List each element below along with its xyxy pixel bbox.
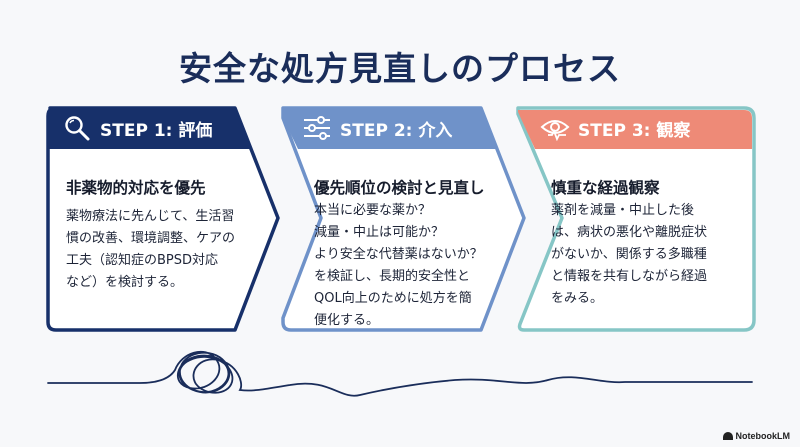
step2-header: STEP 2: 介入 [302, 108, 452, 148]
step1-label: STEP 1: 評価 [100, 120, 213, 141]
step2-body: 本当に必要な薬か？ 減量・中止は可能か？ より安全な代替薬はないか？ を検証し、… [314, 203, 483, 328]
magnifier-icon [62, 113, 92, 143]
sliders-icon [302, 113, 332, 143]
step2-arrow-box [281, 106, 526, 332]
step1-header: STEP 1: 評価 [62, 108, 212, 148]
step1-title: 非薬物的対応を優先 [66, 179, 206, 197]
step1-header-band [48, 108, 251, 149]
page-title: 安全な処方見直しのプロセス [179, 49, 621, 88]
step2-label: STEP 2: 介入 [340, 120, 453, 141]
step3-header: STEP 3: 観察 [540, 108, 690, 148]
brand-watermark: NotebookLM [722, 431, 791, 441]
step3-header-band [518, 110, 752, 149]
step1-body: 薬物療法に先んじて、生活習 慣の改善、環境調整、ケアの 工夫（認知症のBPSD対… [66, 209, 236, 290]
step3-title: 慎重な経過観察 [551, 179, 660, 197]
brand-label: NotebookLM [735, 431, 791, 441]
step2-header-band [283, 108, 497, 149]
step3-box [516, 106, 756, 332]
step2-title: 優先順位の検討と見直し [314, 179, 485, 197]
tangled-line-decoration [47, 350, 753, 397]
notebooklm-logo-icon [722, 432, 733, 440]
eye-heartbeat-icon [540, 113, 570, 143]
step3-body: 薬剤を減量・中止した後 は、病状の悪化や離脱症状 がないか、関係する多職種 と情… [551, 203, 708, 306]
step3-label: STEP 3: 観察 [578, 120, 691, 141]
